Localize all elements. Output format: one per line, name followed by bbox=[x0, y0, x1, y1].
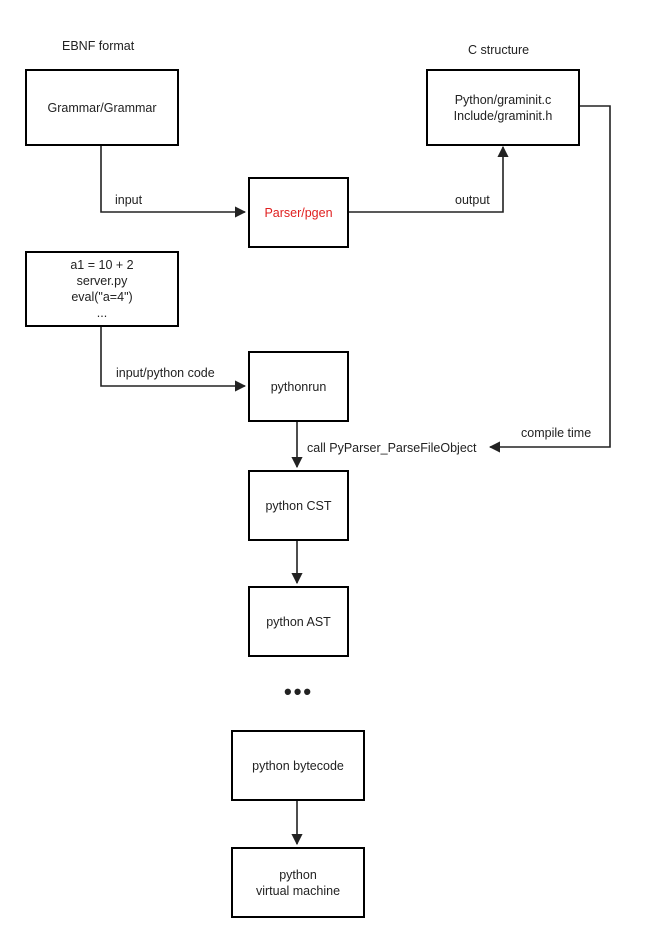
edge-graminit-to-parse-call bbox=[488, 105, 611, 453]
pythonrun-node: pythonrun bbox=[248, 351, 349, 422]
pgen-node-line-1: Parser/pgen bbox=[264, 205, 333, 220]
cst-node-line-1: python CST bbox=[265, 498, 332, 513]
c-structure-label: C structure bbox=[468, 43, 530, 57]
ast-node-line-1: python AST bbox=[266, 614, 331, 629]
source-code-line-4: ... bbox=[96, 306, 108, 320]
virtual-machine-node: python virtual machine bbox=[231, 847, 365, 918]
virtual-machine-line-1: python bbox=[279, 867, 317, 882]
source-code-node: a1 = 10 + 2 server.py eval("a=4") ... bbox=[25, 251, 179, 327]
pythonrun-node-line-1: pythonrun bbox=[270, 379, 327, 394]
pgen-node: Parser/pgen bbox=[248, 177, 349, 248]
ebnf-format-label: EBNF format bbox=[62, 39, 135, 53]
source-code-line-2: server.py bbox=[76, 274, 128, 288]
grammar-node: Grammar/Grammar bbox=[25, 69, 179, 146]
virtual-machine-line-2: virtual machine bbox=[255, 883, 341, 898]
output-edge-label: output bbox=[455, 193, 490, 207]
edge-source-to-pythonrun bbox=[100, 327, 247, 392]
input-python-code-edge-label: input/python code bbox=[116, 366, 215, 380]
parse-call-edge-label: call PyParser_ParseFileObject bbox=[307, 441, 477, 455]
ast-node: python AST bbox=[248, 586, 349, 657]
graminit-node-line-2: Include/graminit.h bbox=[453, 108, 553, 123]
source-code-line-1: a1 = 10 + 2 bbox=[70, 258, 134, 272]
input-edge-label: input bbox=[115, 193, 143, 207]
graminit-node-line-1: Python/graminit.c bbox=[454, 92, 552, 107]
compile-time-edge-label: compile time bbox=[521, 426, 592, 440]
graminit-node: Python/graminit.c Include/graminit.h bbox=[426, 69, 580, 146]
edge-grammar-to-pgen bbox=[100, 145, 247, 218]
continuation-ellipsis: ••• bbox=[284, 679, 314, 704]
bytecode-node-line-1: python bytecode bbox=[252, 758, 344, 773]
edge-pgen-to-graminit bbox=[349, 145, 509, 213]
source-code-line-3: eval("a=4") bbox=[71, 290, 133, 304]
cst-node: python CST bbox=[248, 470, 349, 541]
grammar-node-line-1: Grammar/Grammar bbox=[47, 100, 157, 115]
bytecode-node: python bytecode bbox=[231, 730, 365, 801]
